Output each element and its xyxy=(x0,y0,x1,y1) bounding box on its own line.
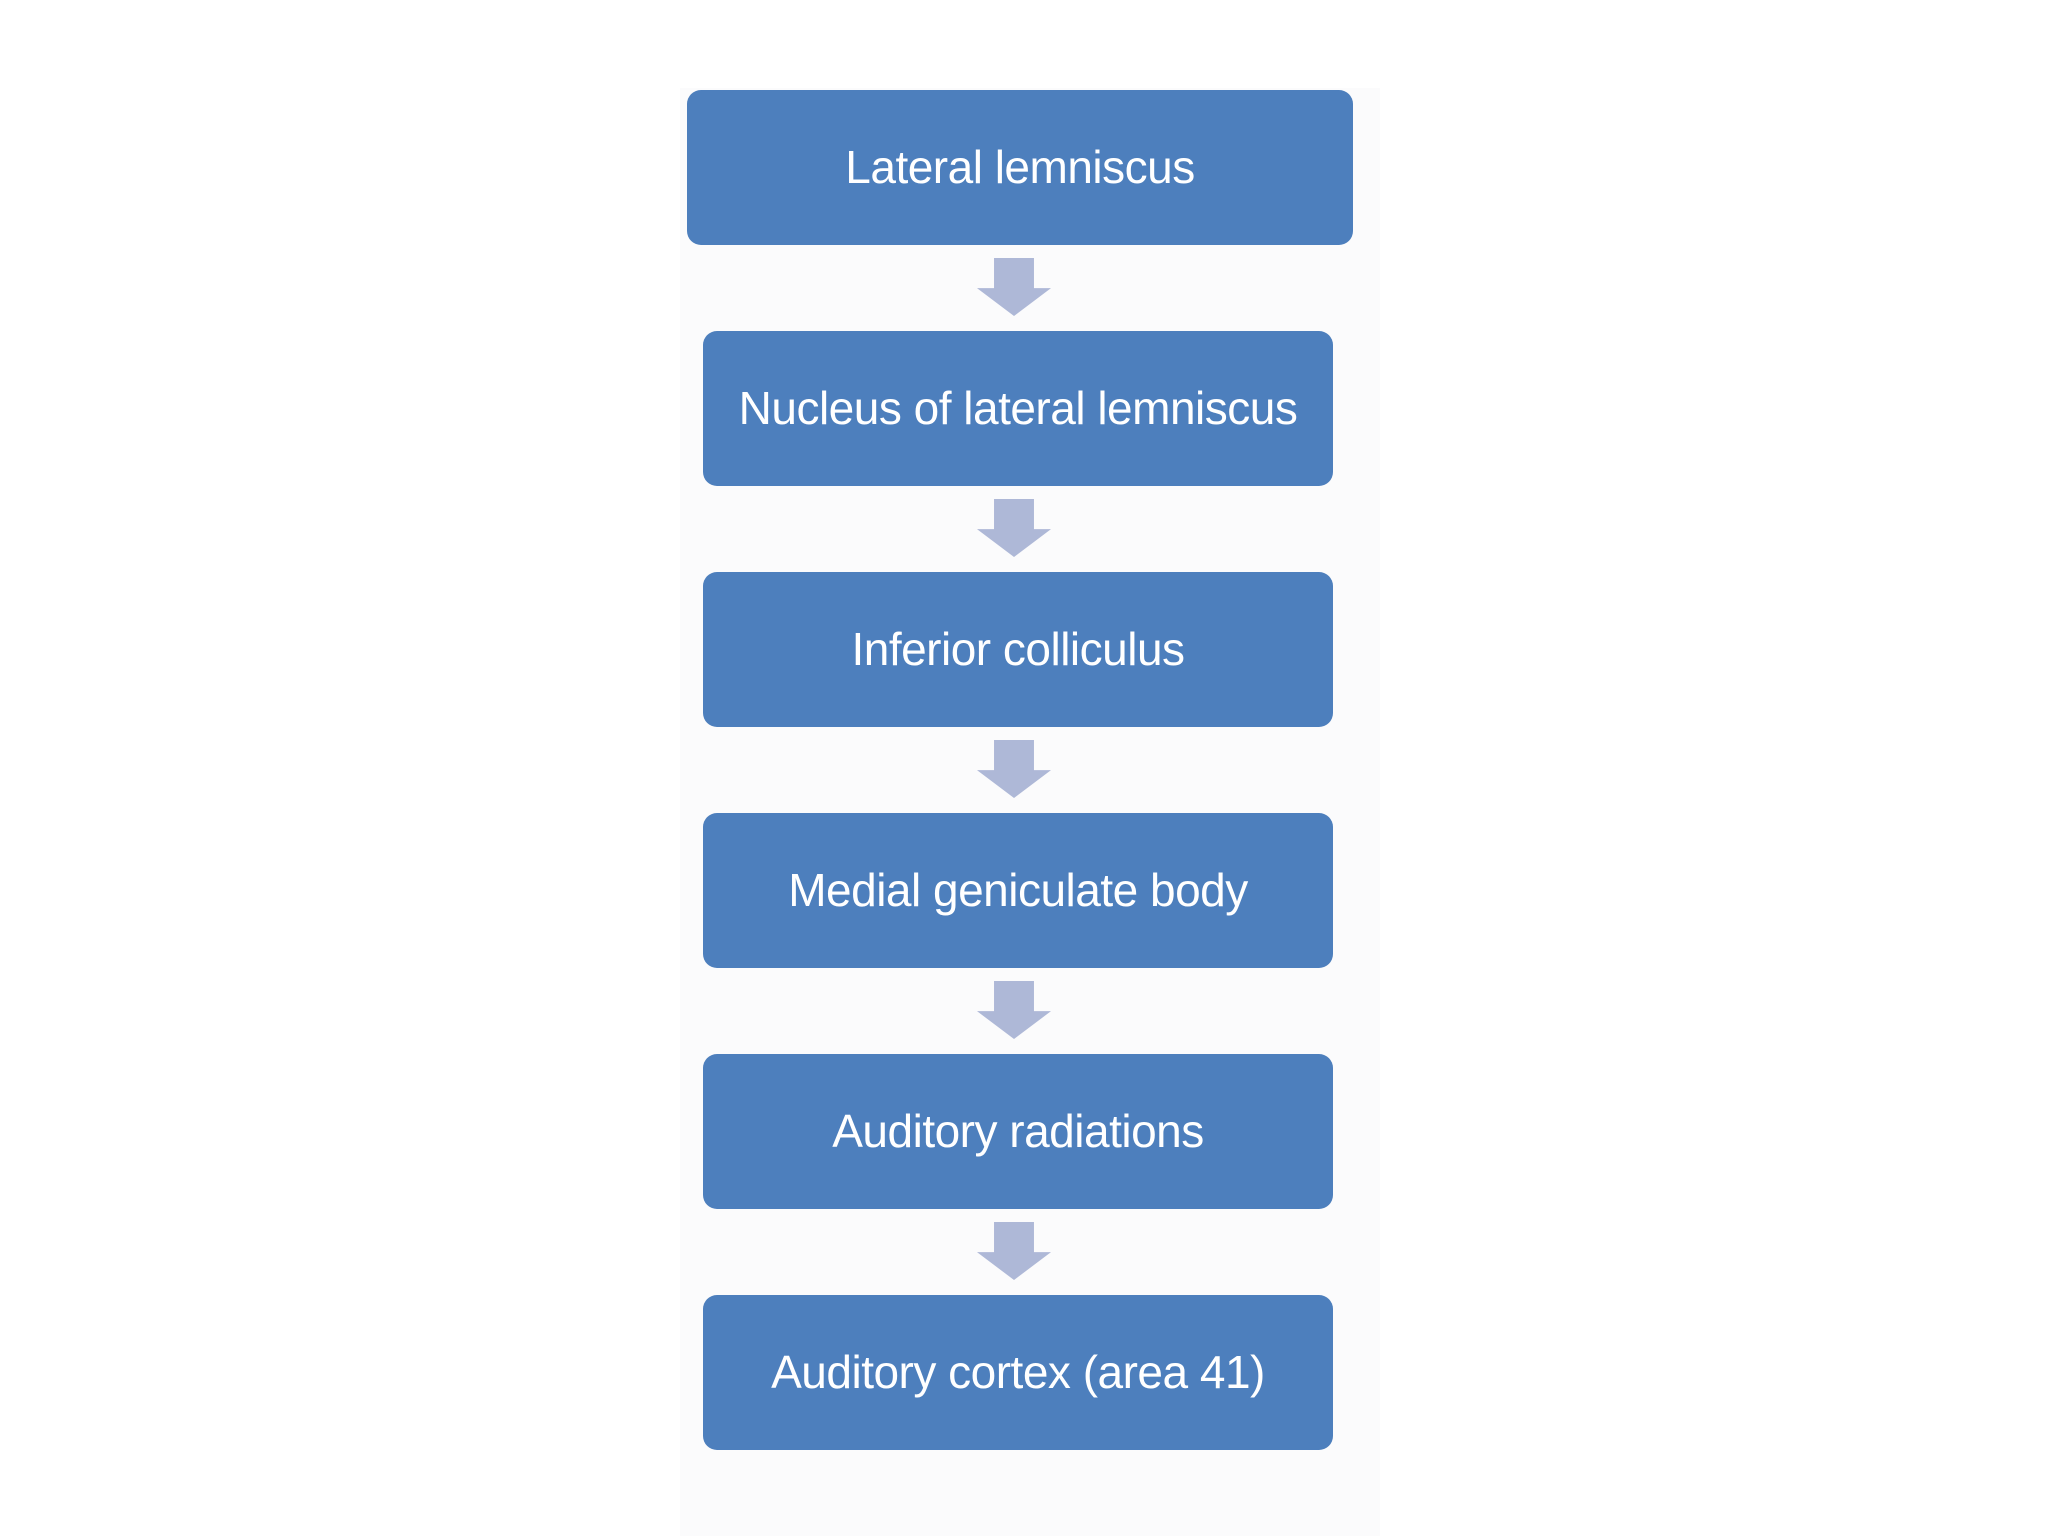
flow-node-lateral-lemniscus: Lateral lemniscus xyxy=(687,90,1353,245)
flow-node-auditory-radiations: Auditory radiations xyxy=(703,1054,1333,1209)
flow-node-label: Medial geniculate body xyxy=(788,864,1248,917)
flow-node-label: Auditory cortex (area 41) xyxy=(771,1346,1265,1399)
flow-node-label: Inferior colliculus xyxy=(851,623,1185,676)
flow-node-label: Nucleus of lateral lemniscus xyxy=(738,382,1298,435)
flow-node-inferior-colliculus: Inferior colliculus xyxy=(703,572,1333,727)
diagram-background-panel xyxy=(680,88,1380,1536)
flow-node-nucleus-of-lateral-lemniscus: Nucleus of lateral lemniscus xyxy=(703,331,1333,486)
flow-node-auditory-cortex-area-41: Auditory cortex (area 41) xyxy=(703,1295,1333,1450)
flow-node-label: Auditory radiations xyxy=(832,1105,1204,1158)
flow-node-medial-geniculate-body: Medial geniculate body xyxy=(703,813,1333,968)
flow-node-label: Lateral lemniscus xyxy=(845,141,1195,194)
